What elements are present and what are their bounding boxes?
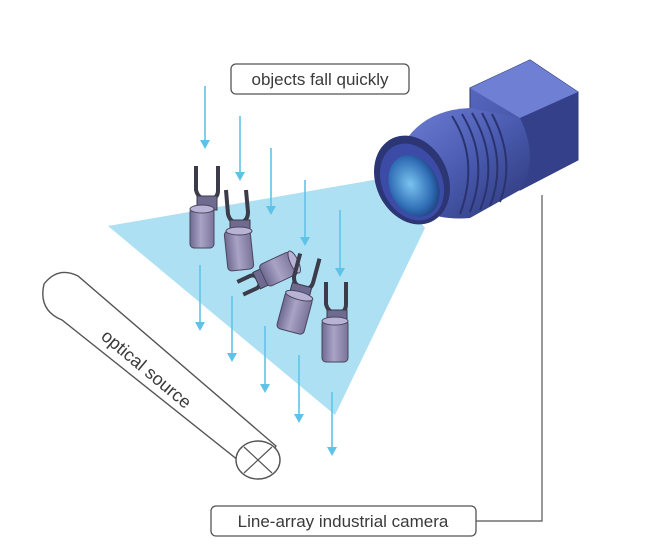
circle-cross-icon <box>235 440 281 480</box>
terminal-5 <box>321 282 349 363</box>
terminal-1 <box>189 166 220 249</box>
terminal-3 <box>236 250 301 297</box>
falling-label-text: objects fall quickly <box>251 70 389 89</box>
industrial-camera-icon <box>374 59 579 225</box>
camera-leader-line <box>476 195 543 522</box>
camera-label-text: Line-array industrial camera <box>238 512 449 531</box>
fork-terminal-icon <box>189 166 349 363</box>
exit-arrows <box>195 265 337 456</box>
falling-arrows <box>200 86 345 277</box>
terminal-4 <box>276 252 322 335</box>
falling-label: objects fall quickly <box>230 63 410 95</box>
terminal-2 <box>223 189 255 272</box>
camera-label: Line-array industrial camera <box>210 505 477 537</box>
